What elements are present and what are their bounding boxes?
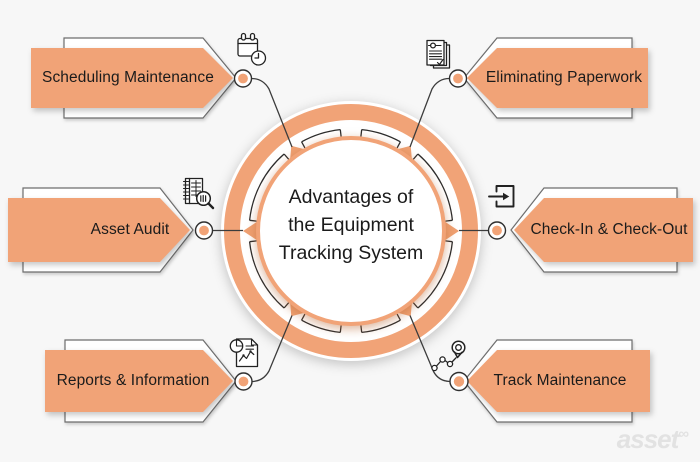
calendar-clock-icon [237,32,267,66]
asset-logo-infinity: ∞ [678,425,689,443]
ledger-magnifier-icon [182,177,215,210]
hub-title-line3: Tracking System [278,242,424,264]
banner-fill [467,48,648,108]
link-eliminating [409,77,450,148]
route-pin-icon [431,340,466,372]
banner-fill [514,198,693,262]
banner-label-asset-audit: Asset Audit [90,221,170,238]
connector-dot-reports [234,372,253,391]
banner-asset-audit [8,187,194,273]
check-in-arrow-icon [488,185,515,208]
report-chart-icon [229,338,259,368]
banner-label-check-in-check-out: Check-In & Check-Out [530,221,688,238]
asset-logo-watermark: asset∞ [616,424,689,455]
banner-label-scheduling-maintenance: Scheduling Maintenance [42,69,214,86]
hub-title-line2: the Equipment [288,214,414,236]
banner-fill [467,350,650,412]
connector-dot-eliminating [448,69,468,88]
connector-dot-check-in [487,221,507,240]
banner-fill [45,350,233,412]
center-hub [221,101,481,361]
link-reports [251,315,293,383]
banner-eliminating-paperwork [463,37,648,119]
banner-fill [8,198,190,262]
hub-arc-ticks [249,129,453,333]
banner-label-track-maintenance: Track Maintenance [493,372,627,389]
banner-label-reports-information: Reports & Information [56,372,210,389]
paper-stack-check-icon [426,39,451,69]
banner-reports-information [45,339,237,423]
banner-label-eliminating-paperwork: Eliminating Paperwork [485,69,643,86]
link-scheduling [251,77,293,148]
banner-fill [31,48,233,108]
banner-check-in-check-out [510,187,693,273]
connector-dot-track [449,371,469,392]
connector-dot-asset-audit [194,221,214,240]
hub-inner-circle [256,136,446,326]
hub-title-line1: Advantages of [288,186,414,208]
hub-segmented-circle [248,128,454,334]
asset-logo-text: asset [616,424,679,454]
banner-scheduling-maintenance [31,37,237,119]
connector-lines [212,77,489,383]
link-track [409,315,451,383]
hub-title: Advantages of the Equipment Tracking Sys… [279,183,423,267]
banner-track-maintenance [463,339,650,423]
connector-dot-scheduling [233,69,253,88]
